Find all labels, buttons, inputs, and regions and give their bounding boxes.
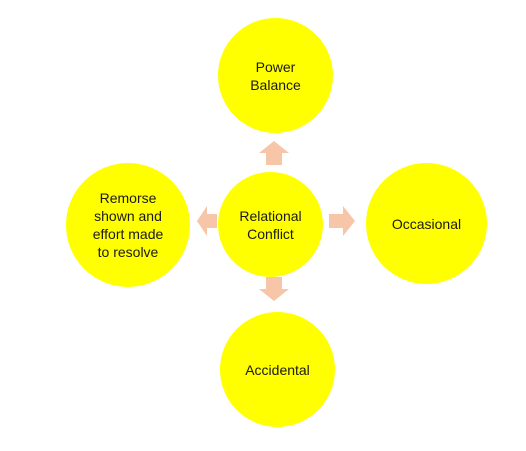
- arrow-down-icon: [259, 277, 289, 301]
- node-relational-conflict: Relational Conflict: [218, 172, 323, 277]
- node-power-balance-label: Power Balance: [250, 58, 301, 93]
- arrow-right-icon: [329, 206, 355, 236]
- node-occasional-label: Occasional: [391, 215, 462, 232]
- arrow-up-icon: [259, 141, 289, 165]
- node-remorse-label: Remorse shown and effort made to resolve: [92, 190, 164, 260]
- node-relational-conflict-label: Relational Conflict: [239, 207, 302, 242]
- node-accidental: Accidental: [220, 312, 335, 427]
- node-occasional: Occasional: [366, 163, 487, 284]
- node-accidental-label: Accidental: [245, 361, 310, 378]
- node-power-balance: Power Balance: [218, 18, 333, 133]
- arrow-left-icon: [197, 206, 217, 236]
- node-remorse: Remorse shown and effort made to resolve: [66, 163, 190, 287]
